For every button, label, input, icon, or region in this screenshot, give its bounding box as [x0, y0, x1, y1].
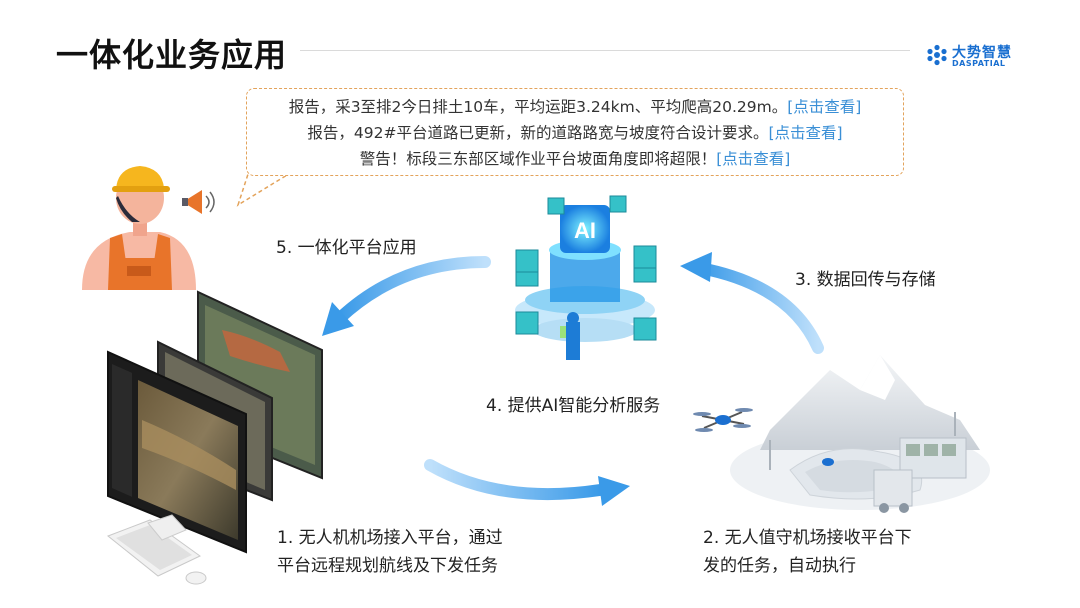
ai-platform-hub	[515, 195, 657, 360]
alert-message-bubble: 报告，采3至排2今日排土10车，平均运距3.24km、平均爬高20.29m。[点…	[246, 88, 904, 176]
step-2-label: 2. 无人值守机场接收平台下 发的任务，自动执行	[703, 524, 912, 580]
warning-line: 警告！标段三东部区域作业平台坡面角度即将超限！[点击查看]	[247, 147, 903, 169]
report-line-1: 报告，采3至排2今日排土10车，平均运距3.24km、平均爬高20.29m。[点…	[247, 95, 903, 117]
worker-figure	[82, 166, 196, 290]
arrow-step-5	[322, 256, 491, 336]
step-1-line-1: 1. 无人机机场接入平台，通过	[277, 528, 503, 548]
platform-screens	[107, 290, 323, 554]
report-text-2: 报告，492#平台道路已更新，新的道路路宽与坡度符合设计要求。	[307, 124, 769, 142]
step-1-label: 1. 无人机机场接入平台，通过 平台远程规划航线及下发任务	[277, 524, 503, 580]
report-line-2: 报告，492#平台道路已更新，新的道路路宽与坡度符合设计要求。[点击查看]	[247, 121, 903, 143]
step-2-line-2: 发的任务，自动执行	[703, 556, 856, 576]
arrow-step-3	[680, 252, 824, 354]
view-link-1[interactable]: [点击查看]	[787, 98, 862, 116]
drone-icon	[693, 408, 753, 432]
title-divider	[300, 50, 910, 51]
bubble-tail	[236, 167, 293, 207]
keyboard-and-mouse	[107, 514, 207, 585]
megaphone-icon	[182, 190, 215, 214]
arrow-step-1-to-2	[424, 459, 630, 506]
logo-icon	[927, 44, 947, 66]
step-4-label: 4. 提供AI智能分析服务	[486, 396, 661, 416]
step-3-label: 3. 数据回传与存储	[795, 270, 936, 290]
brand-logo: 大势智慧 DASPATIAL	[926, 42, 1046, 70]
view-link-2[interactable]: [点击查看]	[768, 124, 843, 142]
report-text-1: 报告，采3至排2今日排土10车，平均运距3.24km、平均爬高20.29m。	[288, 98, 788, 116]
step-1-line-2: 平台远程规划航线及下发任务	[277, 556, 498, 576]
warning-text: 警告！标段三东部区域作业平台坡面角度即将超限！	[359, 150, 717, 168]
logo-text-en: DASPATIAL	[952, 59, 1006, 68]
step-2-line-1: 2. 无人值守机场接收平台下	[703, 528, 912, 548]
view-link-3[interactable]: [点击查看]	[716, 150, 791, 168]
ai-label: AI	[574, 218, 596, 243]
step-5-label: 5. 一体化平台应用	[276, 238, 417, 258]
mine-site-scene	[730, 355, 990, 513]
logo-text-cn: 大势智慧	[952, 45, 1012, 61]
page-title: 一体化业务应用	[56, 36, 288, 74]
